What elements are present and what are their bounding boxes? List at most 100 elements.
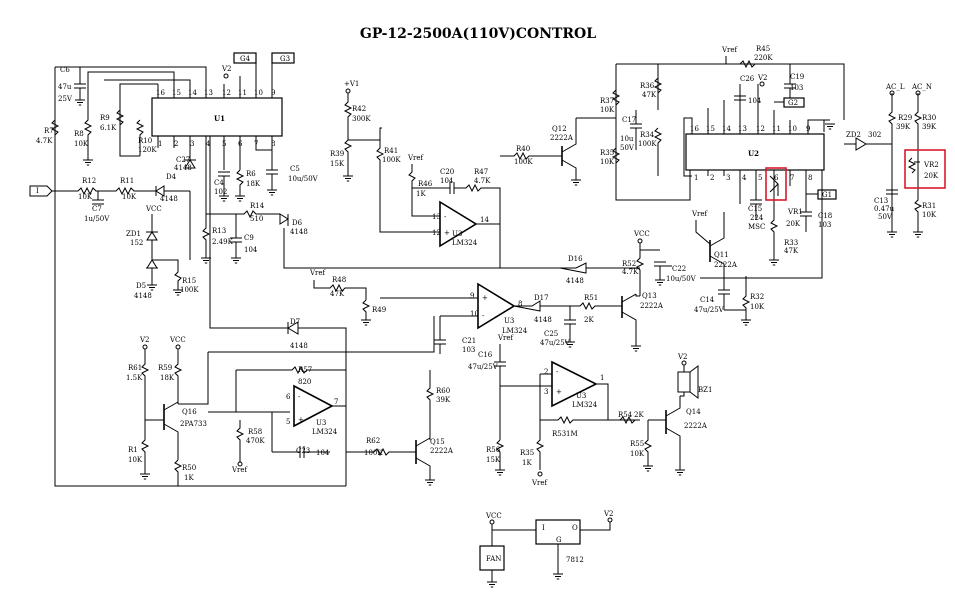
- svg-text:C27: C27: [176, 156, 190, 164]
- svg-text:47u: 47u: [58, 83, 72, 91]
- input-stage: I R12 10K R11 10K D4 4148 C7 1u/50V VCC …: [29, 160, 346, 487]
- svg-text:-: -: [482, 312, 485, 320]
- u2-label: U2: [748, 149, 759, 158]
- svg-text:470K: 470K: [246, 437, 265, 445]
- opamp-4-triangle: [551, 360, 598, 408]
- svg-text:V2: V2: [603, 510, 614, 518]
- svg-text:C14: C14: [700, 296, 715, 304]
- svg-text:C7: C7: [92, 205, 102, 213]
- svg-text:R8: R8: [74, 130, 84, 138]
- svg-text:6.1K: 6.1K: [100, 124, 117, 132]
- svg-text:C19: C19: [790, 73, 804, 81]
- svg-text:R52: R52: [622, 260, 636, 268]
- svg-text:8: 8: [518, 300, 522, 308]
- svg-text:VCC: VCC: [485, 512, 502, 520]
- svg-text:10K: 10K: [922, 211, 937, 219]
- svg-text:AC_N: AC_N: [911, 83, 932, 91]
- svg-text:LM324: LM324: [572, 401, 598, 409]
- svg-text:9: 9: [470, 292, 474, 300]
- tag-g3: G3: [280, 55, 290, 63]
- svg-text:104: 104: [748, 97, 762, 105]
- svg-text:+: +: [298, 416, 304, 424]
- svg-text:C5: C5: [290, 165, 300, 173]
- svg-text:14: 14: [188, 89, 197, 97]
- svg-text:V2: V2: [757, 74, 768, 82]
- svg-text:10K: 10K: [128, 456, 143, 464]
- opamp-4: Vref C16 47u/25V R56 15K 2 3 - + 1 U3 LM…: [468, 334, 712, 487]
- svg-text:R48: R48: [332, 276, 346, 284]
- svg-text:C17: C17: [622, 116, 636, 124]
- svg-text:O: O: [572, 524, 578, 532]
- schematic-title: GP-12-2500A(110V)CONTROL: [360, 26, 596, 42]
- svg-text:3: 3: [544, 388, 548, 396]
- opamp-2-triangle: [477, 282, 516, 330]
- svg-text:C13: C13: [874, 197, 888, 205]
- svg-text:8: 8: [808, 174, 812, 182]
- svg-text:R32: R32: [750, 293, 764, 301]
- svg-text:10K: 10K: [122, 193, 137, 201]
- opamp-2: Vref R48 47K R49 9 10 + - 8 U3 LM324 C21…: [309, 269, 664, 354]
- svg-text:LM324: LM324: [452, 239, 478, 247]
- svg-text:10K: 10K: [600, 158, 615, 166]
- svg-text:R36: R36: [640, 82, 655, 90]
- svg-text:10u/50V: 10u/50V: [288, 175, 319, 183]
- svg-text:R46: R46: [418, 180, 433, 188]
- svg-text:13: 13: [738, 125, 747, 133]
- svg-text:5: 5: [758, 174, 762, 182]
- svg-text:R14: R14: [250, 202, 265, 210]
- svg-text:2: 2: [174, 140, 178, 148]
- ac-sense-block: ZD2 302 AC_L AC_N R29 39K R30 39K C13 0.…: [844, 83, 946, 238]
- svg-text:R13: R13: [212, 227, 226, 235]
- svg-text:FAN: FAN: [486, 555, 501, 563]
- svg-text:R31: R31: [922, 202, 936, 210]
- svg-text:1K: 1K: [522, 459, 532, 467]
- u2-chip: [685, 133, 825, 171]
- svg-text:R37: R37: [600, 97, 614, 105]
- svg-text:4: 4: [742, 174, 747, 182]
- svg-text:LM324: LM324: [502, 327, 528, 335]
- u1-bottom-pins: 1 2 3 4 5 6 7 8: [158, 140, 275, 148]
- svg-text:Q12: Q12: [552, 125, 567, 133]
- svg-text:G: G: [556, 536, 562, 544]
- svg-text:1: 1: [600, 374, 604, 382]
- svg-text:+: +: [444, 229, 450, 237]
- svg-text:1M: 1M: [566, 430, 578, 438]
- svg-text:C20: C20: [440, 168, 454, 176]
- svg-text:-: -: [556, 368, 559, 376]
- svg-text:20K: 20K: [924, 172, 939, 180]
- svg-text:10K: 10K: [750, 303, 765, 311]
- svg-text:Vref: Vref: [309, 269, 327, 277]
- svg-text:V2: V2: [221, 65, 232, 73]
- r52-c22-block: VCC R52 4.7K C22 10u/50V D16 4148: [559, 230, 697, 296]
- svg-text:C26: C26: [740, 75, 755, 83]
- svg-text:224: 224: [750, 214, 764, 222]
- opamp-1: +V1 R42 300K R39 15K R41 100K Vref R46 1…: [330, 80, 501, 268]
- svg-text:C18: C18: [818, 212, 832, 220]
- svg-text:103: 103: [818, 221, 831, 229]
- svg-text:2.49K: 2.49K: [212, 238, 234, 246]
- svg-text:18K: 18K: [246, 180, 261, 188]
- svg-text:8: 8: [271, 140, 275, 148]
- svg-text:U3: U3: [452, 230, 462, 238]
- svg-text:R53: R53: [552, 430, 566, 438]
- svg-text:2222A: 2222A: [684, 422, 708, 430]
- svg-text:103: 103: [462, 346, 475, 354]
- svg-text:Vref: Vref: [531, 479, 549, 487]
- svg-text:10u: 10u: [620, 135, 634, 143]
- svg-text:4: 4: [206, 140, 211, 148]
- svg-text:R12: R12: [82, 177, 96, 185]
- svg-text:R41: R41: [384, 147, 398, 155]
- svg-text:R51: R51: [584, 294, 598, 302]
- svg-text:2K: 2K: [634, 411, 644, 419]
- svg-text:R35: R35: [600, 149, 614, 157]
- tag-input: I: [36, 187, 39, 195]
- svg-text:100K: 100K: [382, 156, 401, 164]
- u1-block: U1 16 15 14 13 12 11 10 9 1 2 3 4 5 6 7 …: [36, 52, 319, 210]
- svg-text:Q11: Q11: [714, 251, 729, 259]
- svg-text:820: 820: [298, 378, 311, 386]
- svg-text:120K: 120K: [138, 146, 157, 154]
- svg-text:-: -: [444, 213, 447, 221]
- svg-text:U3: U3: [576, 392, 586, 400]
- u1-top-pins: 16 15 14 13 12 11 10 9: [156, 89, 275, 97]
